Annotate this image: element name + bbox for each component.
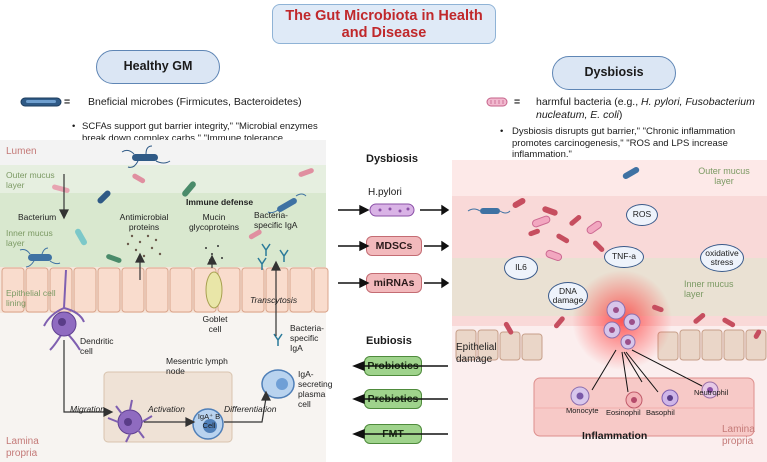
dysbiosis-legend-italic: H. pylori, Fusobacterium nucleatum, E. c…	[536, 96, 755, 121]
inflammation-arrows	[591, 349, 703, 393]
neutrophil-label: Neutrophil	[694, 388, 729, 397]
mirnas-box: miRNAs	[366, 273, 422, 293]
immune-defense-label: Immune defense	[186, 197, 254, 207]
healthy-outer-mucus-label: Outer mucus layer	[6, 170, 55, 190]
bacteria-iga-top-label: Bacteria-specific IgA	[254, 210, 298, 230]
healthy-bullet-text: SCFAs support gut barrier integrity," "M…	[82, 121, 318, 144]
healthy-gm-header: Healthy GM	[96, 50, 220, 84]
antimicrobial-dots	[126, 234, 162, 258]
dysbiosis-legend-suffix: )	[618, 109, 623, 121]
healthy-bullet-dot: •	[72, 121, 76, 132]
page-title: The Gut Microbiota in Health and Disease	[272, 4, 496, 44]
flagellated-bacterium-3	[267, 193, 307, 214]
activation-label: Activation	[148, 404, 185, 414]
dendritic-cell-drawing	[43, 269, 85, 351]
bacterium-label: Bacterium	[18, 212, 57, 222]
dysbiosis-outer-mucus-label: Outer mucus layer	[698, 166, 750, 186]
dna-damage-bubble: DNA damage	[548, 282, 588, 310]
inflammation-label: Inflammation	[582, 430, 648, 442]
activated-dendritic-cell	[107, 399, 153, 443]
ros-bubble: ROS	[626, 204, 658, 226]
healthy-inner-mucus	[0, 193, 326, 267]
dysbiosis-inner-mucus-label: Inner mucus layer	[684, 279, 734, 299]
middle-arrows	[338, 204, 450, 440]
dysbiosis-header: Dysbiosis	[552, 56, 676, 90]
dysbiosis-legend-prefix: harmful bacteria (e.g.,	[536, 96, 642, 108]
igab-cell-label: IgA⁺ B Cell	[197, 412, 221, 430]
mesentric-label: Mesentric lymph node	[166, 356, 228, 376]
dendritic-cell-label: Dendritic cell	[80, 336, 114, 356]
monocyte-label: Monocyte	[566, 406, 599, 415]
bottom-arrows	[63, 340, 271, 427]
healthy-lumen-label: Lumen	[6, 146, 37, 157]
dysbiosis-outer-mucus	[452, 160, 767, 196]
flagellated-bacterium-2	[19, 247, 61, 268]
harmful-bacteria-group	[503, 198, 762, 339]
epithelial-damage-label: Epithelial damage	[456, 342, 497, 365]
bacteria-iga-bottom-label: Bacteria-specific IgA	[290, 323, 325, 353]
pink-pathogens	[532, 215, 602, 262]
damaged-epithelium	[455, 329, 767, 361]
healthy-inner-mucus-label: Inner mucus layer	[6, 228, 53, 248]
differentiation-label: Differentiation	[224, 404, 277, 414]
il6-bubble: IL6	[504, 256, 538, 280]
mdscs-box: MDSCs	[366, 236, 422, 256]
healthy-legend-equals: =	[64, 96, 71, 108]
iga-plasma-label: IgA-secreting plasma cell	[298, 369, 333, 409]
dysbiosis-bullet-dot: •	[500, 126, 504, 137]
upward-arrows	[59, 174, 281, 336]
tnf-bubble: TNF-a	[604, 246, 644, 268]
inflammation-glow	[572, 270, 672, 370]
dysbiosis-mid-header: Dysbiosis	[366, 153, 418, 165]
healthy-lamina-label: Lamina propria	[6, 436, 39, 459]
harmful-bacteria-icon	[486, 97, 508, 107]
basophil-label: Basophil	[646, 408, 675, 417]
blood-vessel	[533, 377, 755, 437]
migration-label: Migration	[70, 404, 105, 414]
antimicrobial-label: Antimicrobial proteins	[119, 212, 169, 232]
goblet-cell	[205, 271, 223, 309]
transcytosis-label: Transcytosis	[250, 295, 298, 305]
dysbiosis-legend-text: harmful bacteria (e.g., H. pylori, Fusob…	[536, 96, 764, 122]
hpylori-label: H.pylori	[368, 187, 402, 198]
healthy-epithelial-label: Epithelial cell lining	[6, 288, 56, 308]
dysbiosis-lamina-label: Lamina propria	[722, 424, 755, 447]
flagellated-bacterium	[121, 145, 171, 168]
beneficial-microbe-icon	[20, 97, 62, 107]
goblet-cell-label: Goblet cell	[202, 314, 228, 334]
healthy-scene-drawing	[1, 145, 329, 443]
mucin-dots	[205, 245, 223, 261]
healthy-legend-text: Bneficial microbes (Firmicutes, Bacteroi…	[88, 96, 302, 108]
mucin-label: Mucin glycoproteins	[188, 212, 240, 232]
dysbiosis-bullet-text: Dysbiosis disrupts gut barrier," "Chroni…	[512, 126, 736, 160]
lumen-bacteria	[52, 168, 314, 263]
blue-bacteria	[480, 167, 640, 214]
dysbiosis-legend-equals: =	[514, 96, 521, 108]
eosinophil-label: Eosinophil	[606, 408, 641, 417]
eubiosis-header: Eubiosis	[366, 335, 412, 347]
epithelial-cells	[1, 267, 329, 313]
hpylori-icon	[369, 203, 415, 217]
oxidative-stress-bubble: oxidative stress	[700, 244, 744, 272]
iga-molecules	[257, 243, 289, 346]
